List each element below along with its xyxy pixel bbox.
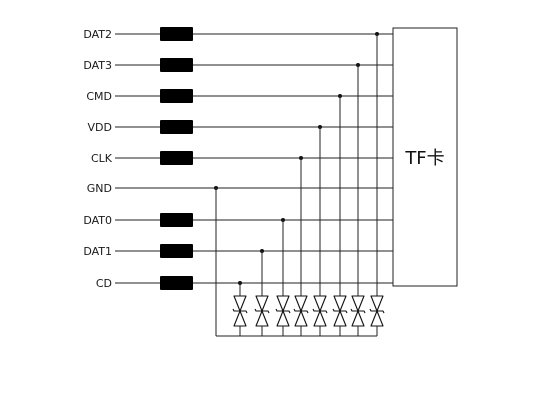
resistor-cmd <box>160 89 193 103</box>
signal-label-cmd: CMD <box>86 90 112 103</box>
signal-label-dat1: DAT1 <box>83 245 112 258</box>
signal-label-cd: CD <box>96 277 112 290</box>
tvs-diode-dat0 <box>275 295 291 327</box>
resistor-dat0 <box>160 213 193 227</box>
tf-card-connector <box>392 27 458 287</box>
signal-label-gnd: GND <box>87 182 112 195</box>
tf-card-label: TF卡 <box>404 148 444 169</box>
signal-label-clk: CLK <box>91 152 113 165</box>
resistor-dat2 <box>160 27 193 41</box>
signal-label-vdd: VDD <box>88 121 112 134</box>
tvs-diode-clk <box>293 295 309 327</box>
tvs-diode-array <box>232 295 385 327</box>
tvs-diode-cd <box>232 295 248 327</box>
resistor-dat1 <box>160 244 193 258</box>
resistor-vdd <box>160 120 193 134</box>
signal-label-dat3: DAT3 <box>83 59 112 72</box>
resistor-dat3 <box>160 58 193 72</box>
resistor-clk <box>160 151 193 165</box>
signal-label-dat0: DAT0 <box>83 214 112 227</box>
tvs-diode-vdd <box>312 295 328 327</box>
tvs-diode-dat2 <box>369 295 385 327</box>
tvs-diode-dat3 <box>350 295 366 327</box>
signal-label-dat2: DAT2 <box>83 28 112 41</box>
tvs-diode-dat1 <box>254 295 270 327</box>
tvs-diode-cmd <box>332 295 348 327</box>
resistor-cd <box>160 276 193 290</box>
ground-bus <box>215 188 378 337</box>
branch-wires <box>214 32 379 296</box>
